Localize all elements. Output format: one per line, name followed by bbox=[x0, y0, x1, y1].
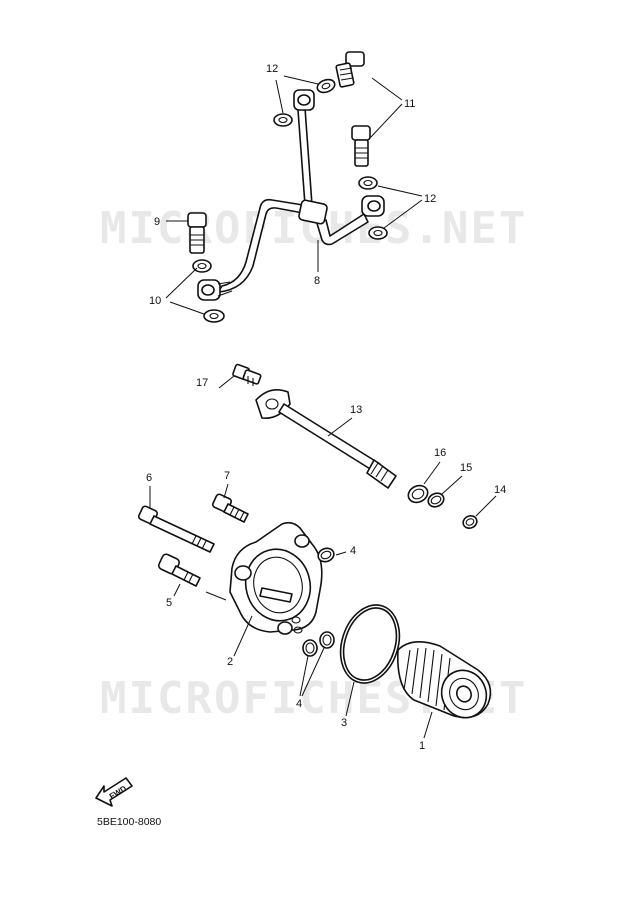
leader-lines-lower bbox=[149, 375, 497, 739]
o-rings-small bbox=[407, 484, 478, 529]
fwd-arrow-icon: FWD bbox=[95, 777, 133, 807]
callout-4: 4 bbox=[350, 545, 356, 557]
callout-17: 17 bbox=[196, 377, 208, 389]
callout-16: 16 bbox=[434, 447, 446, 459]
callout-5: 5 bbox=[166, 597, 172, 609]
callout-15: 15 bbox=[460, 462, 472, 474]
oil-filter-element-1 bbox=[397, 641, 492, 719]
bolt-6 bbox=[137, 505, 215, 553]
callout-11: 11 bbox=[404, 98, 415, 110]
o-ring-3 bbox=[339, 604, 401, 684]
drawing-code: 5BE100-8080 bbox=[97, 816, 162, 828]
union-bolt-9 bbox=[187, 212, 207, 254]
union-bolt-11b bbox=[351, 125, 371, 167]
callout-10: 10 bbox=[149, 295, 161, 307]
callout-1: 1 bbox=[419, 740, 425, 752]
callout-4: 4 bbox=[296, 698, 302, 710]
callout-9: 9 bbox=[154, 216, 160, 228]
bolt-5 bbox=[157, 553, 201, 587]
union-bolt-11a bbox=[335, 51, 365, 88]
oil-filter-cover-2 bbox=[229, 521, 323, 635]
callout-12: 12 bbox=[266, 63, 278, 75]
callout-3: 3 bbox=[341, 717, 347, 729]
bolt-7 bbox=[211, 493, 249, 523]
callout-13: 13 bbox=[350, 404, 362, 416]
callout-2: 2 bbox=[227, 656, 233, 668]
callout-12: 12 bbox=[424, 193, 436, 205]
o-rings-4 bbox=[302, 547, 335, 657]
copper-washers bbox=[192, 78, 388, 323]
callout-8: 8 bbox=[314, 275, 320, 287]
callout-14: 14 bbox=[494, 484, 506, 496]
leader-lines-upper bbox=[165, 75, 423, 315]
bolt-17 bbox=[232, 363, 262, 386]
callout-7: 7 bbox=[224, 470, 230, 482]
oil-delivery-pipe bbox=[197, 89, 385, 301]
callout-6: 6 bbox=[146, 472, 152, 484]
oil-pipe-13 bbox=[255, 389, 397, 489]
